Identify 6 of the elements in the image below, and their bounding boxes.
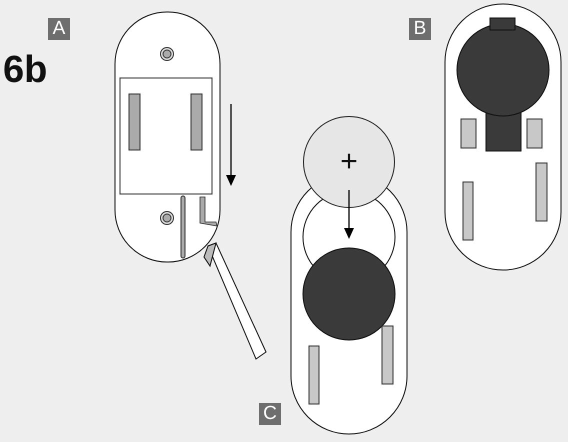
panel-letter-badge: A <box>48 18 70 40</box>
polarity-sign: + <box>340 145 358 179</box>
coin-battery <box>303 116 395 208</box>
panel-letter-badge: C <box>259 403 281 425</box>
figure-number: 6b <box>3 48 48 92</box>
panel-letter-badge: B <box>409 18 431 40</box>
